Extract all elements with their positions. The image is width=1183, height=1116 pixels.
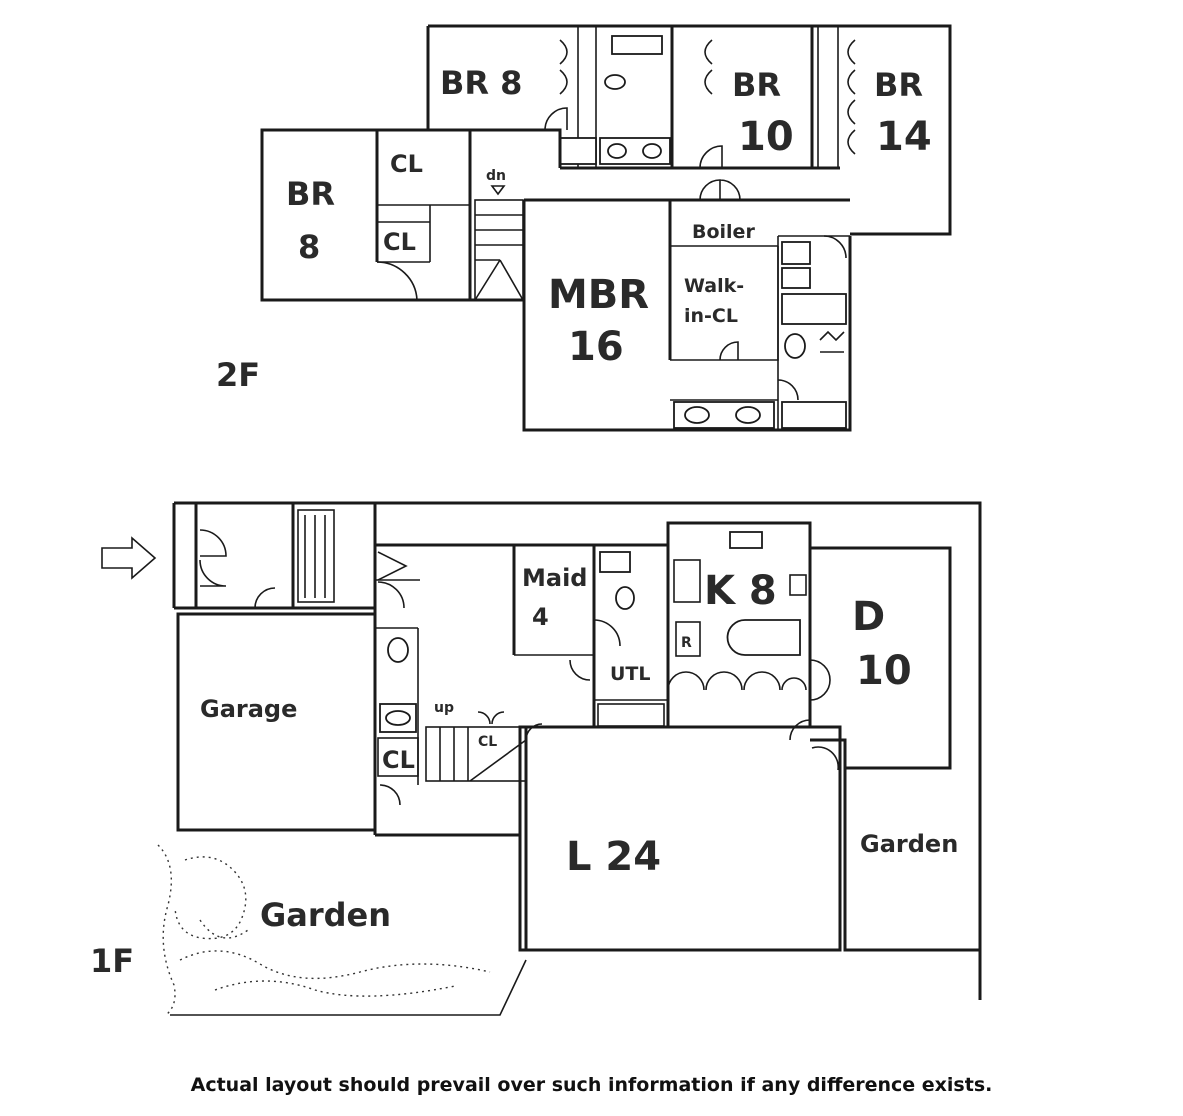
room-label-cl-small: CL: [383, 228, 416, 256]
room-label-br8-top: BR 8: [440, 64, 522, 102]
room-labels-2f: BR 8 BR 10 BR 14 BR 8 CL CL dn MBR 16 Bo…: [216, 64, 932, 394]
room-label-br10-size: 10: [738, 114, 794, 160]
room-label-garden-right: Garden: [860, 830, 958, 858]
room-label-up: up: [434, 700, 454, 716]
room-label-r: R: [681, 635, 692, 651]
room-label-dn: dn: [486, 168, 506, 184]
room-label-boiler: Boiler: [692, 221, 755, 243]
entrance-arrow-icon: [101, 536, 157, 580]
room-labels-1f: Maid 4 K 8 D 10 UTL R Garage up CL CL L …: [90, 564, 958, 980]
room-label-br8-left-size: 8: [298, 228, 320, 266]
room-label-walkin-2: in-CL: [684, 305, 738, 327]
room-label-dining-name: D: [852, 594, 885, 640]
floor-label-2f: 2F: [216, 356, 260, 394]
room-label-garden-left: Garden: [260, 896, 391, 934]
room-label-kitchen: K 8: [704, 568, 777, 614]
room-label-walkin-1: Walk-: [684, 275, 744, 297]
first-floor-plan: [101, 501, 982, 1016]
floor-label-1f: 1F: [90, 942, 134, 980]
room-label-dining-size: 10: [856, 648, 912, 694]
room-label-maid-name: Maid: [522, 564, 587, 592]
room-label-cl-box: CL: [382, 746, 415, 774]
room-label-br10-name: BR: [732, 66, 781, 104]
room-label-utl: UTL: [610, 663, 651, 685]
room-label-garage: Garage: [200, 695, 297, 723]
room-label-maid-size: 4: [532, 603, 549, 631]
room-label-mbr-name: MBR: [548, 272, 649, 318]
room-label-cl-top: CL: [390, 150, 423, 178]
room-label-br14-name: BR: [874, 66, 923, 104]
second-floor-plan: [260, 24, 952, 432]
room-label-living: L 24: [566, 834, 661, 880]
room-label-br8-left-name: BR: [286, 175, 335, 213]
room-label-mbr-size: 16: [568, 324, 624, 370]
room-label-cl-stair: CL: [478, 734, 497, 750]
disclaimer-text: Actual layout should prevail over such i…: [190, 1074, 993, 1096]
room-label-br14-size: 14: [876, 114, 932, 160]
floor-plan-diagram: BR 8 BR 10 BR 14 BR 8 CL CL dn MBR 16 Bo…: [90, 24, 982, 1016]
